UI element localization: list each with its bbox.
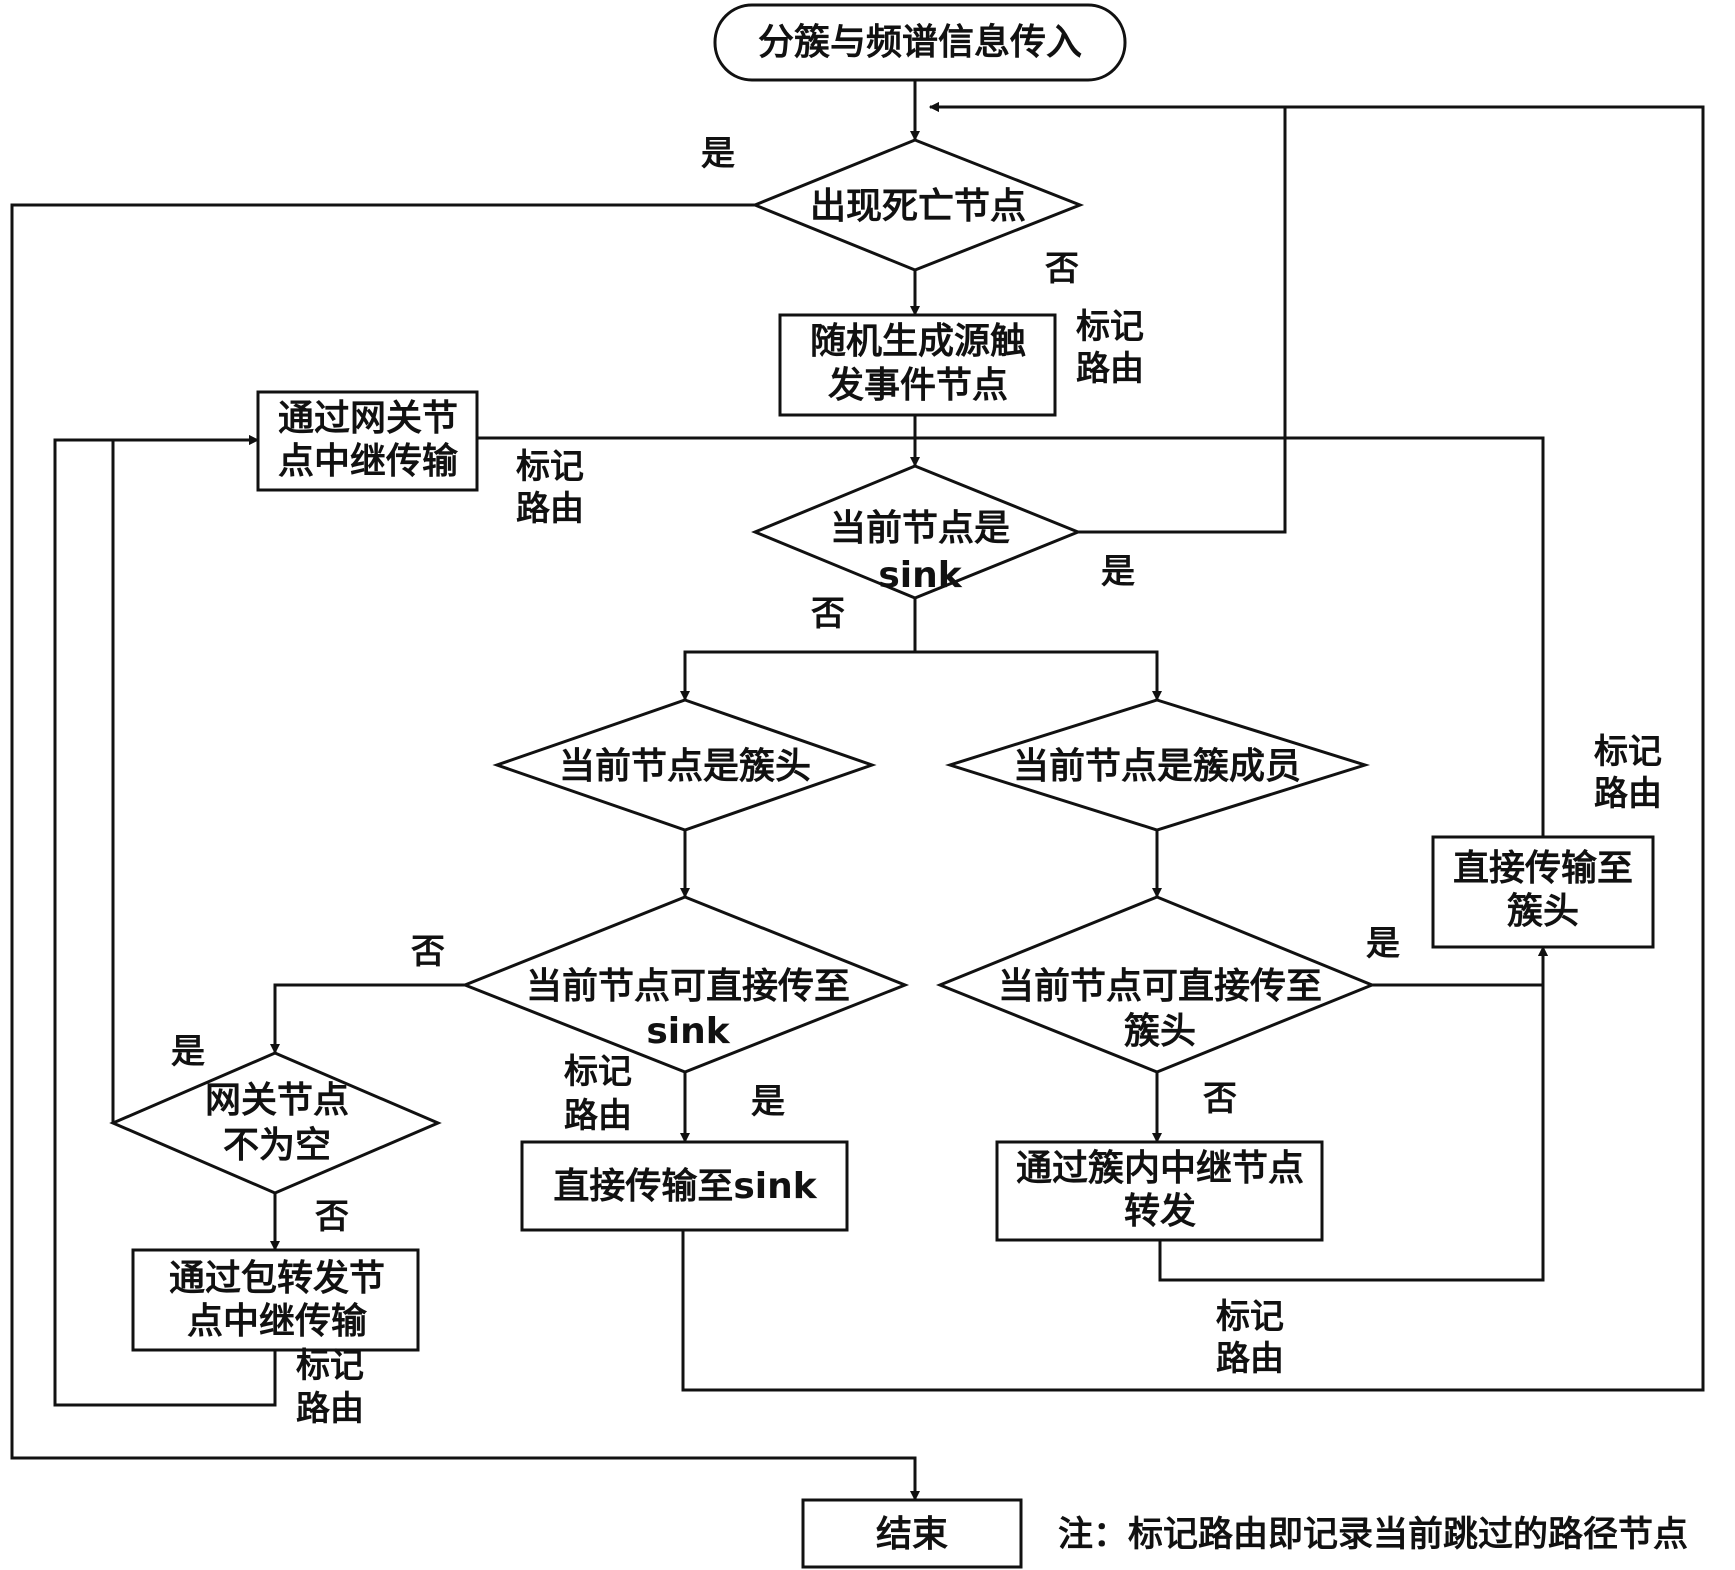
is-sink-decision: 当前节点是 sink xyxy=(751,464,1082,600)
gateway-not-empty-text-1: 网关节点 xyxy=(205,1080,349,1121)
label-cm-yes: 是 xyxy=(1366,924,1400,964)
edge-split-to-head xyxy=(680,650,915,701)
edge-labels: 是 否 标记 路由 标记 路由 是 否 标记 路由 是 否 是 标记 路由 是 … xyxy=(171,134,1662,1429)
packet-relay-node: 通过包转发节 点中继传输 xyxy=(131,1248,420,1352)
ch-direct-sink-text-2: sink xyxy=(646,1011,730,1052)
dead-node-decision: 出现死亡节点 xyxy=(751,138,1085,272)
label-mark-route-3a: 标记 xyxy=(1594,732,1662,772)
cm-direct-head-decision: 当前节点可直接传至 簇头 xyxy=(935,895,1376,1074)
label-mark-route-4b: 路由 xyxy=(564,1096,632,1136)
label-sink-no: 否 xyxy=(811,594,845,634)
dead-node-text: 出现死亡节点 xyxy=(810,186,1026,227)
direct-to-head-node: 直接传输至 簇头 xyxy=(1431,835,1655,949)
edge-direct-sink-loop xyxy=(681,102,1705,1392)
direct-to-head-text-2: 簇头 xyxy=(1507,891,1579,932)
intra-relay-node: 通过簇内中继节点 转发 xyxy=(995,1140,1324,1242)
gateway-relay-text-2: 点中继传输 xyxy=(278,441,459,482)
label-gw-no: 否 xyxy=(315,1197,349,1237)
label-mark-route-6b: 路由 xyxy=(1216,1339,1284,1379)
edge-intra-relay-to-head xyxy=(1158,946,1548,1282)
label-cm-no: 否 xyxy=(1203,1079,1237,1119)
direct-to-head-text-1: 直接传输至 xyxy=(1453,848,1633,889)
random-source-text-2: 发事件节点 xyxy=(828,365,1008,406)
label-mark-route-5a: 标记 xyxy=(296,1346,364,1386)
label-sink-yes: 是 xyxy=(1101,552,1135,592)
edge-gw-relay-to-right xyxy=(477,436,1545,837)
label-mark-route-3b: 路由 xyxy=(1594,774,1662,814)
is-sink-text-1: 当前节点是 xyxy=(830,508,1010,549)
is-cluster-head-decision: 当前节点是簇头 xyxy=(492,698,877,832)
label-mark-route-2a: 标记 xyxy=(516,447,584,487)
gateway-not-empty-text-2: 不为空 xyxy=(223,1125,331,1166)
random-source-node: 随机生成源触 发事件节点 xyxy=(778,313,1057,417)
label-dead-yes: 是 xyxy=(701,134,735,174)
label-mark-route-6a: 标记 xyxy=(1216,1297,1284,1337)
cm-direct-head-text-2: 簇头 xyxy=(1124,1011,1196,1052)
label-mark-route-4a: 标记 xyxy=(564,1052,632,1092)
direct-to-sink-text: 直接传输至sink xyxy=(553,1166,817,1207)
label-dead-no: 否 xyxy=(1045,249,1079,289)
random-source-text-1: 随机生成源触 xyxy=(810,321,1026,362)
end-node-text: 结束 xyxy=(876,1514,948,1555)
edge-gw-yes-to-gw-relay xyxy=(111,435,259,1123)
label-ch-no: 否 xyxy=(411,932,445,972)
edge-dead-yes-to-end xyxy=(10,203,920,1501)
gateway-relay-text-1: 通过网关节 xyxy=(278,398,458,439)
direct-to-sink-node: 直接传输至sink xyxy=(520,1140,849,1232)
is-cluster-member-text: 当前节点是簇成员 xyxy=(1013,746,1301,787)
start-node-text: 分簇与频谱信息传入 xyxy=(758,22,1082,63)
intra-relay-text-1: 通过簇内中继节点 xyxy=(1016,1148,1304,1189)
intra-relay-text-2: 转发 xyxy=(1124,1191,1196,1232)
label-mark-route-5b: 路由 xyxy=(296,1389,364,1429)
is-sink-text-2: sink xyxy=(878,555,962,596)
label-mark-route-2b: 路由 xyxy=(516,489,584,529)
end-node: 结束 xyxy=(801,1498,1023,1569)
label-ch-yes: 是 xyxy=(751,1082,785,1122)
ch-direct-sink-decision: 当前节点可直接传至 sink xyxy=(460,895,910,1074)
edge-split-to-member xyxy=(915,650,1162,701)
label-gw-yes: 是 xyxy=(171,1032,205,1072)
start-node: 分簇与频谱信息传入 xyxy=(713,3,1127,82)
edge-packet-relay-loop xyxy=(53,435,277,1407)
label-mark-route-1b: 路由 xyxy=(1076,349,1144,389)
label-mark-route-1a: 标记 xyxy=(1076,307,1144,347)
packet-relay-text-1: 通过包转发节 xyxy=(169,1258,385,1299)
is-cluster-member-decision: 当前节点是簇成员 xyxy=(944,698,1371,832)
gateway-relay-node: 通过网关节 点中继传输 xyxy=(256,390,479,492)
ch-direct-sink-text-1: 当前节点可直接传至 xyxy=(526,966,850,1007)
gateway-not-empty-decision: 网关节点 不为空 xyxy=(109,1051,442,1195)
is-cluster-head-text: 当前节点是簇头 xyxy=(559,746,811,787)
cm-direct-head-text-1: 当前节点可直接传至 xyxy=(998,966,1322,1007)
edges xyxy=(10,80,1705,1501)
edge-ch-no-to-gateway-check xyxy=(270,983,465,1054)
packet-relay-text-2: 点中继传输 xyxy=(187,1301,368,1342)
footnote: 注：标记路由即记录当前跳过的路径节点 xyxy=(1058,1515,1688,1555)
